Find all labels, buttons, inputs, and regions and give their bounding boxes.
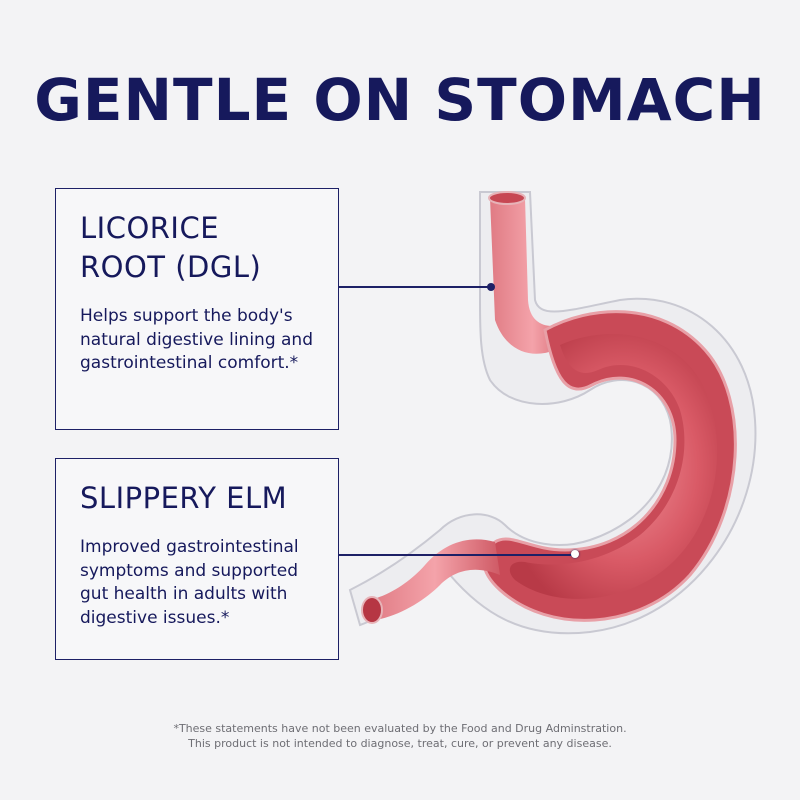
card-description: Improved gastrointestinal symptoms and s…	[80, 537, 299, 628]
slippery-elm-card: SLIPPERY ELM Improved gastrointestinal s…	[55, 458, 339, 660]
disclaimer-line2: This product is not intended to diagnose…	[188, 737, 612, 750]
stomach-illustration	[348, 191, 757, 635]
connector-line-slippery-elm	[339, 554, 575, 556]
pointer-dot-slippery-elm	[571, 550, 579, 558]
card-title-line1: SLIPPERY ELM	[80, 481, 288, 515]
licorice-root-card: LICORICE ROOT (DGL) Helps support the bo…	[55, 188, 339, 430]
card-title-line2: ROOT (DGL)	[80, 250, 262, 284]
page-title: GENTLE ON STOMACH	[34, 66, 766, 134]
disclaimer-line1: *These statements have not been evaluate…	[173, 722, 627, 735]
card-title: LICORICE ROOT (DGL)	[80, 209, 320, 287]
card-description: Helps support the body's natural digesti…	[80, 306, 313, 373]
card-title-line1: LICORICE	[80, 211, 220, 245]
card-title: SLIPPERY ELM	[80, 479, 320, 518]
disclaimer: *These statements have not been evaluate…	[0, 721, 800, 751]
connector-line-licorice	[339, 286, 491, 288]
pointer-dot-licorice	[487, 283, 495, 291]
